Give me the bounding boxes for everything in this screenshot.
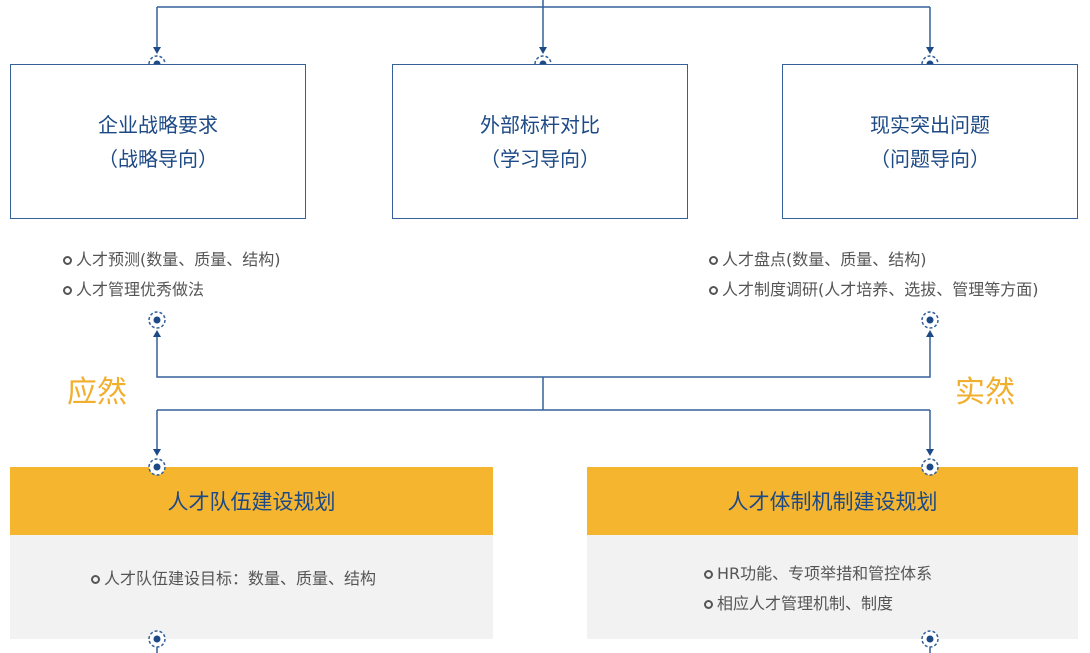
bullet-icon bbox=[709, 255, 718, 265]
ought-label: 应然 bbox=[67, 375, 127, 410]
plan-title: 人才体制机制建设规划 bbox=[727, 490, 938, 514]
box-subtitle: （学习导向） bbox=[480, 146, 600, 171]
node-dot-icon bbox=[921, 311, 939, 329]
arrowhead-icon bbox=[926, 47, 934, 54]
right-notes: 人才盘点(数量、质量、结构) 人才制度调研(人才培养、选拔、管理等方面) bbox=[709, 250, 1039, 310]
box-title: 企业战略要求 bbox=[98, 112, 218, 137]
box-subtitle: （战略导向） bbox=[98, 146, 218, 171]
arrowhead-icon bbox=[926, 330, 934, 337]
mid-merge-line bbox=[156, 334, 931, 410]
benchmark-box: 外部标杆对比 （学习导向） bbox=[392, 64, 688, 219]
list-item: 人才盘点(数量、质量、结构) bbox=[709, 250, 1039, 270]
talent-system-plan-body: HR功能、专项举措和管控体系 相应人才管理机制、制度 bbox=[587, 535, 1078, 639]
list-item: 人才管理优秀做法 bbox=[63, 280, 281, 300]
talent-team-plan-header: 人才队伍建设规划 bbox=[10, 467, 493, 535]
arrowhead-icon bbox=[153, 449, 161, 456]
problem-box: 现实突出问题 （问题导向） bbox=[782, 64, 1078, 219]
bullet-icon bbox=[704, 569, 713, 579]
note-text: 人才盘点(数量、质量、结构) bbox=[722, 250, 927, 269]
note-text: 人才制度调研(人才培养、选拔、管理等方面) bbox=[722, 280, 1039, 299]
mid-branch-line bbox=[156, 409, 931, 452]
plan-items: HR功能、专项举措和管控体系 相应人才管理机制、制度 bbox=[704, 564, 932, 624]
note-text: 人才管理优秀做法 bbox=[76, 280, 205, 299]
arrowhead-icon bbox=[539, 47, 547, 54]
bullet-icon bbox=[63, 255, 72, 265]
bullet-icon bbox=[63, 285, 72, 295]
arrowhead-icon bbox=[926, 449, 934, 456]
node-dot-icon bbox=[148, 311, 166, 329]
bottom-stub-line bbox=[156, 647, 931, 653]
bullet-icon bbox=[91, 574, 100, 584]
list-item: 人才队伍建设目标：数量、质量、结构 bbox=[91, 569, 376, 589]
actual-label: 实然 bbox=[955, 375, 1015, 410]
list-item: 相应人才管理机制、制度 bbox=[704, 594, 932, 614]
arrowhead-icon bbox=[153, 47, 161, 54]
plan-items: 人才队伍建设目标：数量、质量、结构 bbox=[91, 569, 376, 599]
top-branch-line bbox=[156, 0, 931, 50]
talent-system-plan-header: 人才体制机制建设规划 bbox=[587, 467, 1078, 535]
plan-item-text: 人才队伍建设目标：数量、质量、结构 bbox=[104, 569, 377, 588]
talent-team-plan-body: 人才队伍建设目标：数量、质量、结构 bbox=[10, 535, 493, 639]
plan-item-text: HR功能、专项举措和管控体系 bbox=[717, 564, 933, 583]
left-notes: 人才预测(数量、质量、结构) 人才管理优秀做法 bbox=[63, 250, 281, 310]
plan-item-text: 相应人才管理机制、制度 bbox=[717, 594, 894, 613]
box-title: 外部标杆对比 bbox=[480, 112, 600, 137]
list-item: 人才预测(数量、质量、结构) bbox=[63, 250, 281, 270]
bullet-icon bbox=[704, 599, 713, 609]
arrowhead-icon bbox=[153, 330, 161, 337]
list-item: 人才制度调研(人才培养、选拔、管理等方面) bbox=[709, 280, 1039, 300]
strategy-box: 企业战略要求 （战略导向） bbox=[10, 64, 306, 219]
note-text: 人才预测(数量、质量、结构) bbox=[76, 250, 281, 269]
box-title: 现实突出问题 bbox=[870, 112, 990, 137]
plan-title: 人才队伍建设规划 bbox=[167, 490, 336, 514]
box-subtitle: （问题导向） bbox=[870, 146, 990, 171]
list-item: HR功能、专项举措和管控体系 bbox=[704, 564, 932, 584]
bullet-icon bbox=[709, 285, 718, 295]
